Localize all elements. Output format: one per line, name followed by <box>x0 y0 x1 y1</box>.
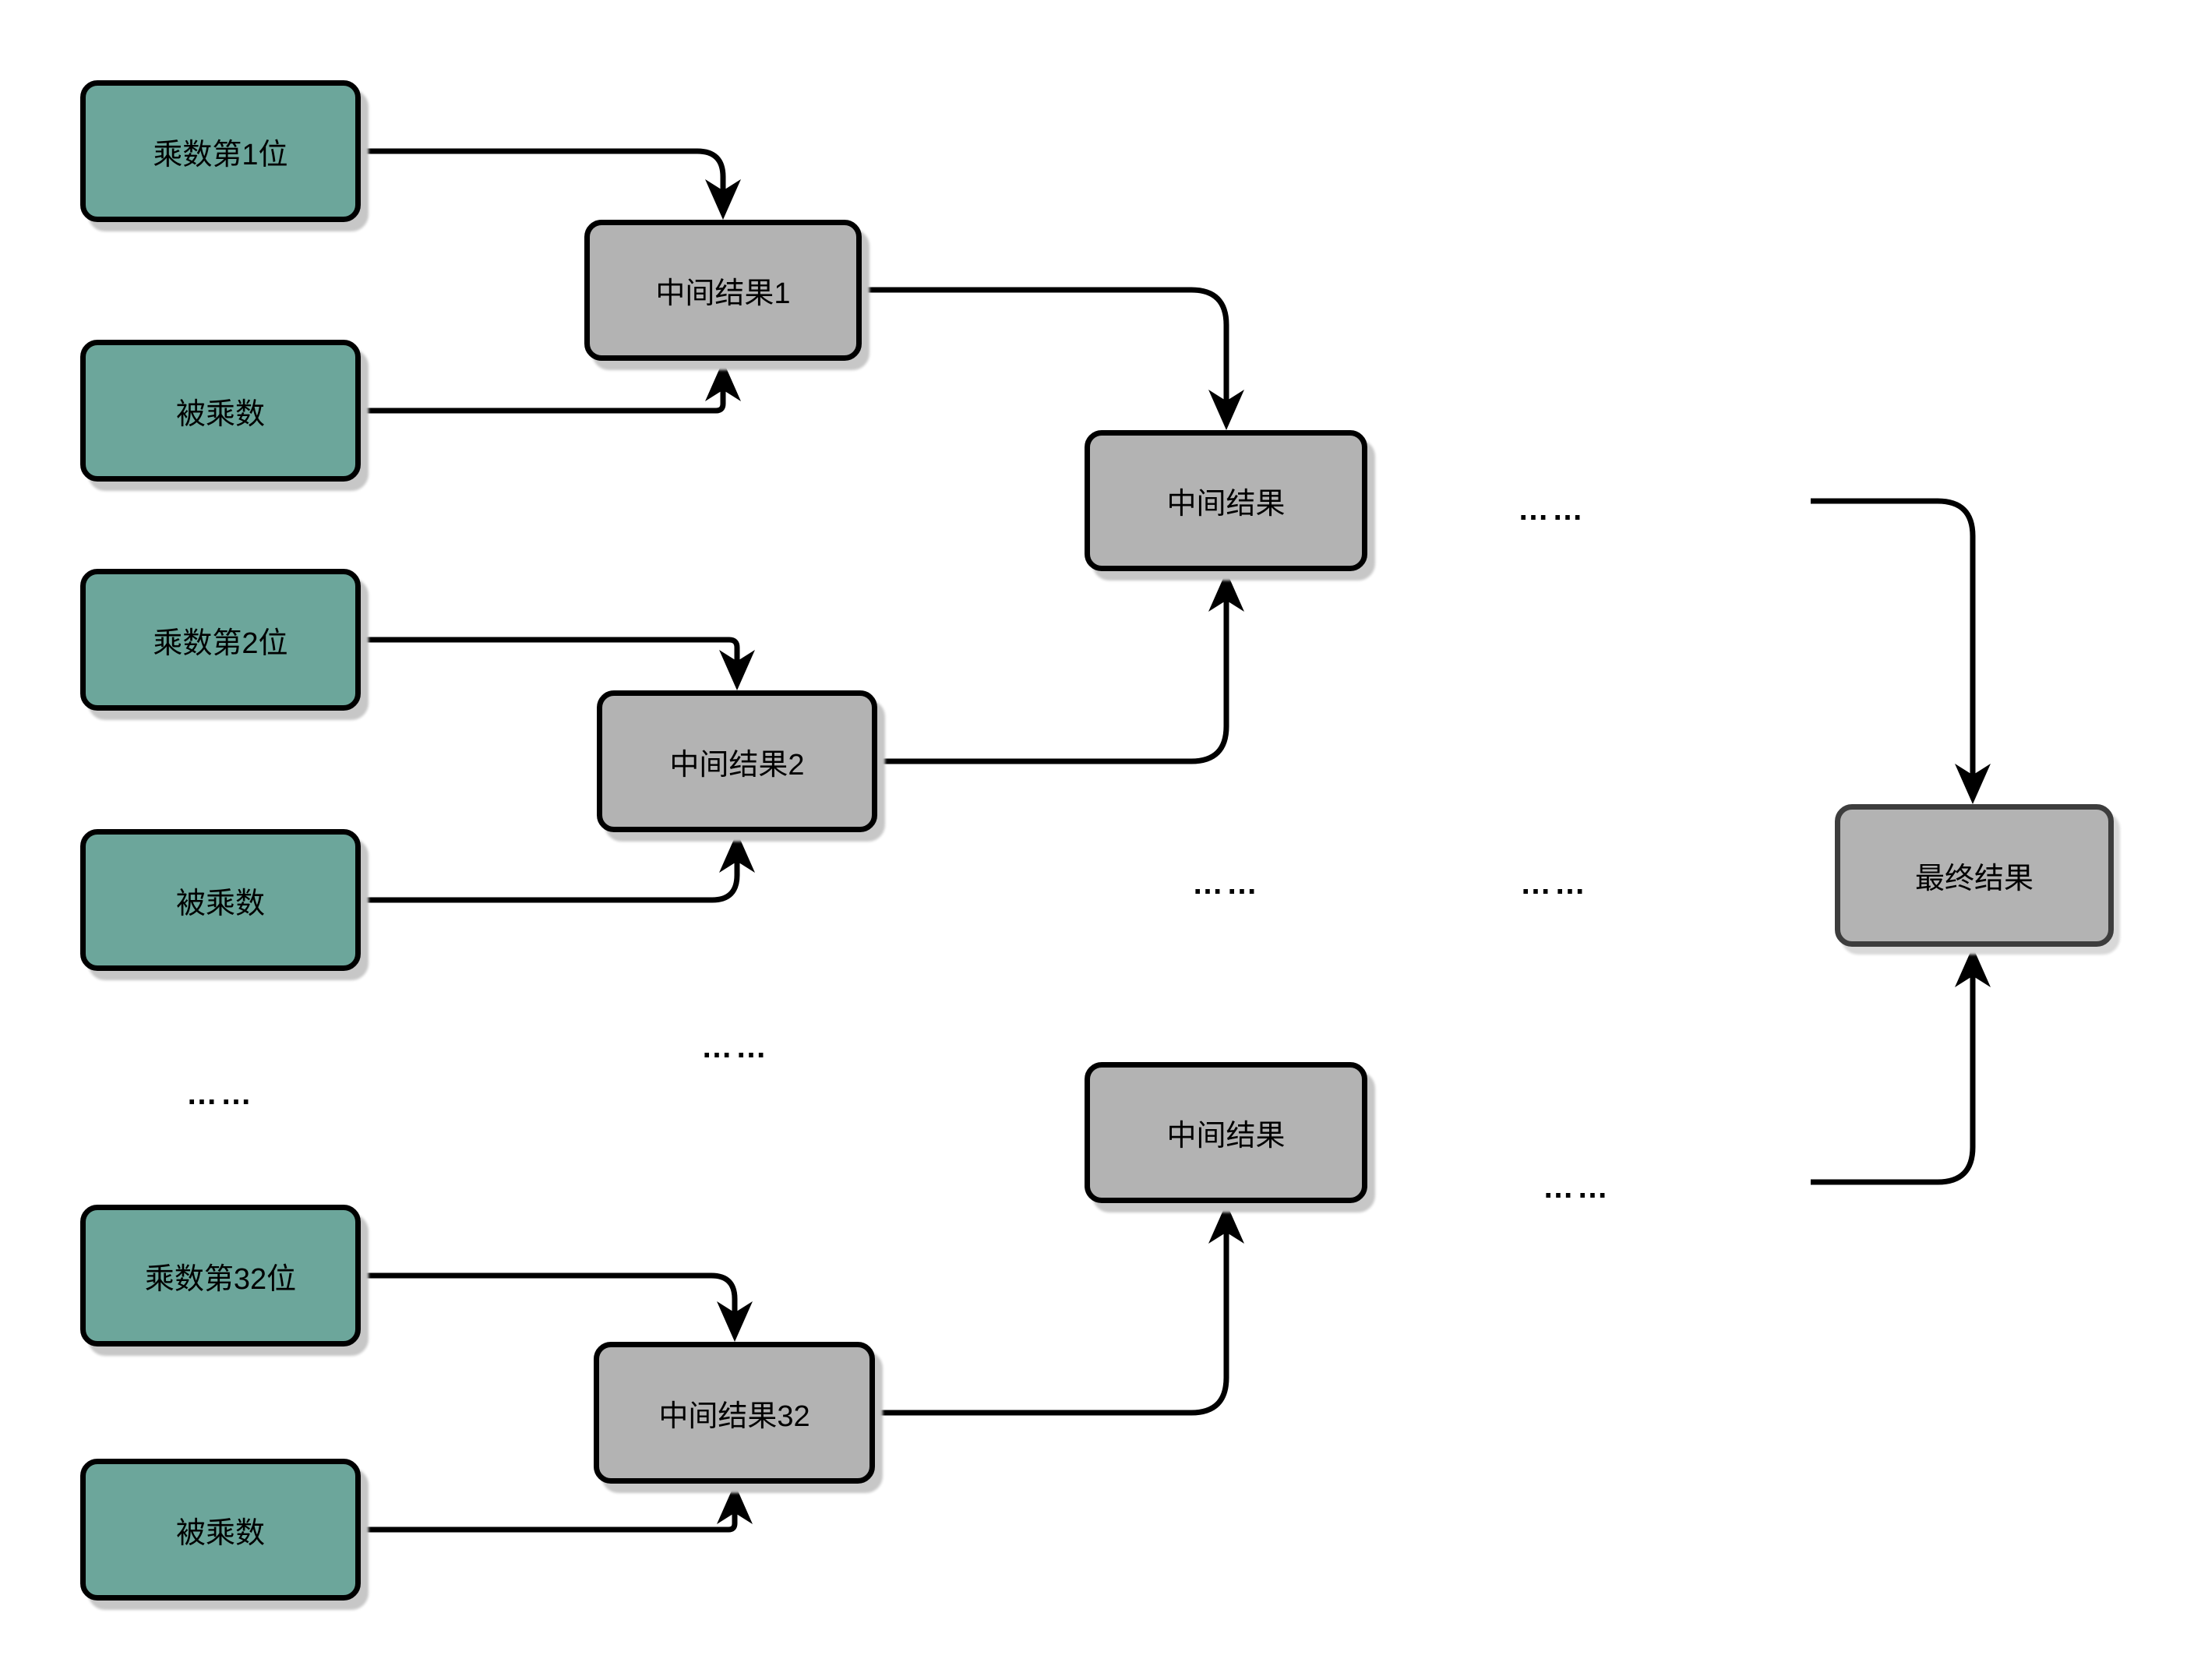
ellipsis-mark: …… <box>1518 492 1586 527</box>
arrowhead-icon <box>717 1301 753 1342</box>
node-label: 中间结果 <box>1166 1120 1286 1152</box>
connector-line <box>361 148 726 214</box>
connector-line <box>1811 953 1976 1185</box>
connector-line <box>877 577 1229 764</box>
node-label: 中间结果 <box>1166 488 1286 521</box>
arrowhead-icon <box>1955 764 1991 804</box>
arrowhead-icon <box>705 179 741 220</box>
node-label: 被乘数 <box>175 397 265 431</box>
diagram-node-partial-result-b: 中间结果 <box>1085 1062 1367 1203</box>
ellipsis-mark: …… <box>1192 866 1261 901</box>
node-label: 中间结果2 <box>669 748 805 782</box>
arrowhead-icon <box>705 361 741 401</box>
node-label: 最终结果 <box>1914 863 2034 895</box>
diagram-node-partial-result-1: 中间结果1 <box>584 220 862 361</box>
connector-line <box>361 637 740 684</box>
connector-line <box>361 1272 738 1336</box>
arrowhead-icon <box>719 650 755 690</box>
arrowhead-icon <box>1955 947 1991 987</box>
arrowhead-icon <box>1208 390 1244 430</box>
node-label: 乘数第32位 <box>144 1262 297 1296</box>
connector-line <box>875 1209 1229 1416</box>
diagram-node-partial-result-32: 中间结果32 <box>594 1342 875 1484</box>
connector-line <box>361 838 740 903</box>
diagram-node-multiplicand-1: 被乘数 <box>80 340 361 482</box>
diagram-node-multiplier-bit-1: 乘数第1位 <box>80 80 361 222</box>
diagram-node-final-result: 最终结果 <box>1835 804 2114 947</box>
diagram-node-multiplicand-2: 被乘数 <box>80 829 361 971</box>
ellipsis-mark: …… <box>701 1029 770 1064</box>
arrowhead-icon <box>1208 571 1244 612</box>
diagram-node-partial-result-a: 中间结果 <box>1085 430 1367 571</box>
node-label: 被乘数 <box>175 1516 265 1550</box>
node-label: 中间结果1 <box>655 277 791 310</box>
node-label: 中间结果32 <box>658 1399 810 1433</box>
diagram-node-multiplicand-32: 被乘数 <box>80 1459 361 1601</box>
ellipsis-mark: …… <box>186 1076 255 1111</box>
connector-line <box>361 1490 738 1533</box>
connector-line <box>1811 498 1976 798</box>
connector-line <box>862 287 1229 424</box>
diagram-node-multiplier-bit-32: 乘数第32位 <box>80 1205 361 1346</box>
connector-line <box>361 367 726 414</box>
arrowhead-icon <box>1208 1203 1244 1244</box>
diagram-node-partial-result-2: 中间结果2 <box>597 690 877 832</box>
arrowhead-icon <box>717 1484 753 1524</box>
node-label: 乘数第2位 <box>153 626 288 660</box>
node-label: 乘数第1位 <box>153 138 288 171</box>
arrowhead-icon <box>719 832 755 873</box>
ellipsis-mark: …… <box>1543 1170 1611 1205</box>
ellipsis-mark: …… <box>1520 866 1589 901</box>
node-label: 被乘数 <box>175 887 265 920</box>
diagram-node-multiplier-bit-2: 乘数第2位 <box>80 569 361 711</box>
